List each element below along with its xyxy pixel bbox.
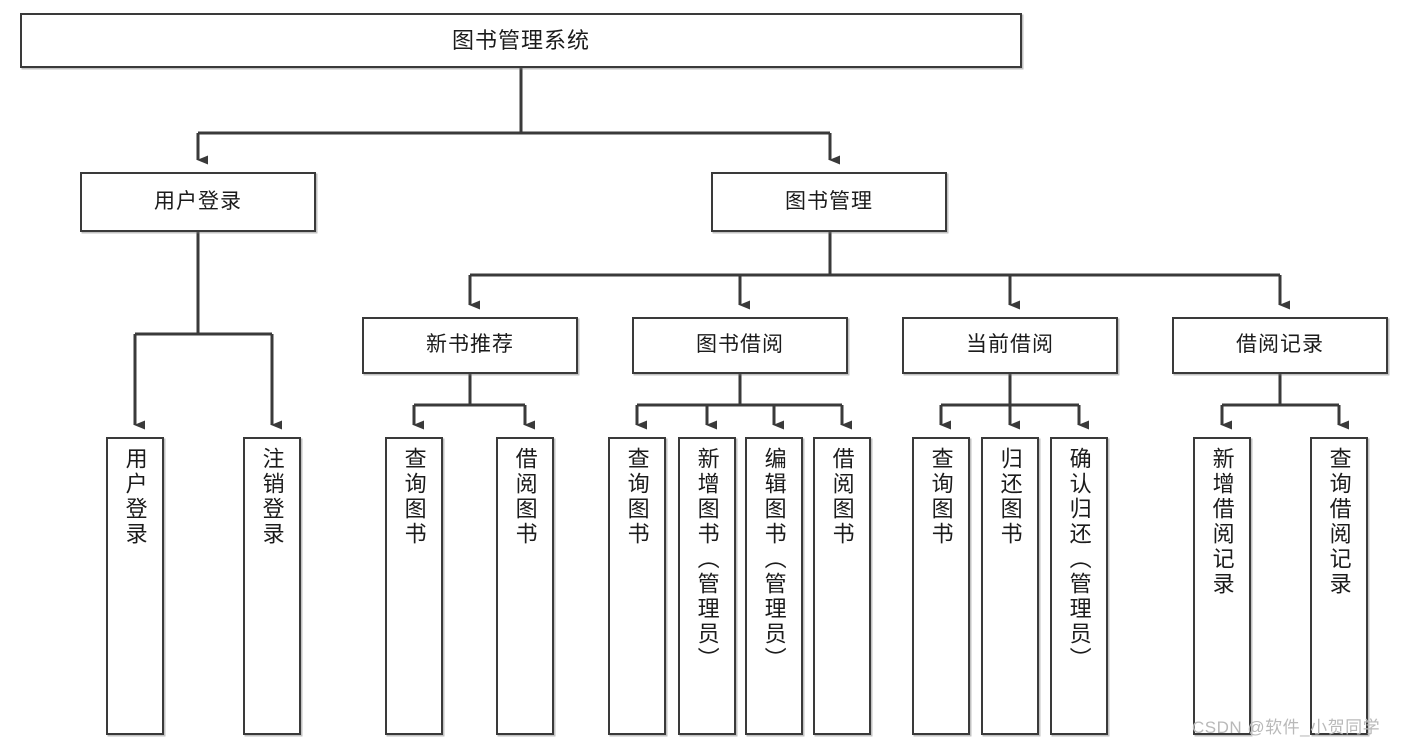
- node-label: 用户登录: [122, 447, 148, 547]
- node-current-borrow[interactable]: 当前借阅: [902, 317, 1118, 374]
- node-label: 用户登录: [154, 189, 242, 213]
- node-new-book-recommend[interactable]: 新书推荐: [362, 317, 578, 374]
- leaf-borrow-edit-book-admin[interactable]: 编辑图书（管理员）: [745, 437, 803, 735]
- node-label: 借阅记录: [1236, 333, 1324, 357]
- node-label: 查询图书: [624, 447, 650, 547]
- node-label: 查询图书: [928, 447, 954, 547]
- node-label: 归还图书: [997, 447, 1023, 547]
- watermark-text: CSDN @软件_小贺同学: [1192, 718, 1381, 737]
- leaf-recommend-query-book[interactable]: 查询图书: [385, 437, 443, 735]
- node-label: 图书管理系统: [451, 27, 590, 53]
- leaf-borrow-query-book[interactable]: 查询图书: [608, 437, 666, 735]
- node-label: 新书推荐: [426, 333, 514, 357]
- leaf-user-login[interactable]: 用户登录: [106, 437, 164, 735]
- leaf-borrow-borrow-book[interactable]: 借阅图书: [813, 437, 871, 735]
- node-root-system[interactable]: 图书管理系统: [20, 13, 1022, 68]
- leaf-current-query-book[interactable]: 查询图书: [912, 437, 970, 735]
- leaf-current-confirm-return-admin[interactable]: 确认归还（管理员）: [1050, 437, 1108, 735]
- node-label: 编辑图书（管理员）: [761, 447, 787, 672]
- leaf-borrow-add-book-admin[interactable]: 新增图书（管理员）: [678, 437, 736, 735]
- node-book-management[interactable]: 图书管理: [711, 172, 947, 232]
- node-label: 借阅图书: [829, 447, 855, 547]
- node-label: 注销登录: [259, 447, 285, 547]
- node-label: 新增图书（管理员）: [694, 447, 720, 672]
- node-label: 借阅图书: [512, 447, 538, 547]
- leaf-current-return-book[interactable]: 归还图书: [981, 437, 1039, 735]
- node-book-borrow[interactable]: 图书借阅: [632, 317, 848, 374]
- node-label: 查询图书: [401, 447, 427, 547]
- leaf-recommend-borrow-book[interactable]: 借阅图书: [496, 437, 554, 735]
- node-label: 新增借阅记录: [1209, 447, 1235, 597]
- node-user-login[interactable]: 用户登录: [80, 172, 316, 232]
- node-label: 查询借阅记录: [1326, 447, 1352, 597]
- node-label: 图书管理: [785, 189, 873, 213]
- node-label: 图书借阅: [696, 333, 784, 357]
- node-borrow-record[interactable]: 借阅记录: [1172, 317, 1388, 374]
- leaf-record-query-borrow-record[interactable]: 查询借阅记录: [1310, 437, 1368, 735]
- leaf-user-logout[interactable]: 注销登录: [243, 437, 301, 735]
- node-label: 当前借阅: [966, 333, 1054, 357]
- leaf-record-add-borrow-record[interactable]: 新增借阅记录: [1193, 437, 1251, 735]
- node-label: 确认归还（管理员）: [1066, 447, 1092, 672]
